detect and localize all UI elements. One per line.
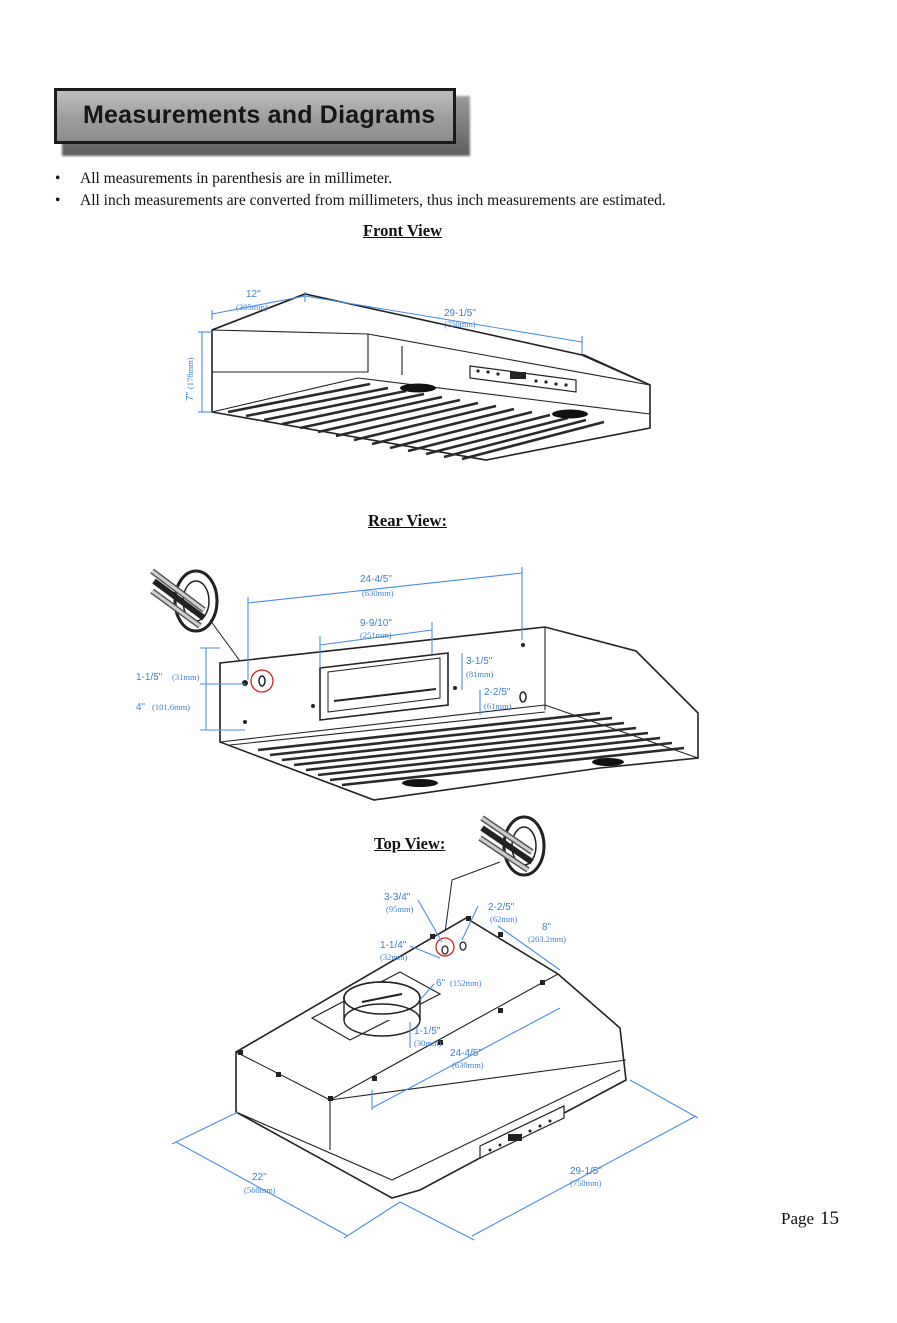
front-view-diagram: 12" (305mm) 29-1/5" (750mm) 7" (178mm) [185,289,651,461]
front-height-inch: 7" [185,391,196,401]
note-item: • All inch measurements are converted fro… [52,190,666,212]
front-hood-body [211,293,651,461]
front-view-title: Front View [363,221,442,240]
rear-view-title: Rear View: [368,511,447,530]
page-number: 15 [820,1208,840,1229]
rear-vent-height-dimension: 3-1/5" (81mm) [461,653,494,690]
top-d5-mm: (30mm) [414,1038,442,1048]
bullet: • [55,192,61,209]
top-control-panel [479,1105,565,1159]
rear-vent-bottom-inch: 2-2/5" [484,687,511,698]
rear-side-dimensions: 1-1/5" (31mm) 4" (101.6mm) [136,647,245,731]
rear-highlight-circle [250,669,274,693]
top-depth-inch: 22" [252,1172,267,1183]
rear-lower-hole-mm: (101.6mm) [152,702,190,712]
top-width-mm: (750mm) [570,1178,602,1188]
note-text: All measurements in parenthesis are in m… [80,170,393,187]
rear-top-hole-mm: (31mm) [172,672,200,682]
top-dim-8: 8" (203.2mm) [497,922,566,971]
rear-light [592,758,624,766]
rear-lower-hole-inch: 4" [136,702,146,713]
rear-vent-height-mm: (81mm) [466,669,494,679]
top-d4-mm: (32mm) [380,952,408,962]
svg-text:7" (178mm): 7" (178mm) [185,357,196,401]
top-d2-inch: 2-2/5" [488,902,515,913]
rear-vent-height-inch: 3-1/5" [466,656,493,667]
top-dim-3-3-4: 3-3/4" (95mm) [384,892,443,943]
front-depth-mm: (305mm) [236,302,268,312]
top-dim-22: 22" (560mm) [171,1111,401,1239]
rear-vent-bottom-dimension: 2-2/5" (61mm) [479,687,512,715]
rear-hole-spacing-dimension: 24-4/5" (630mm) [247,567,523,680]
top-hood-body [235,917,627,1199]
page-title: Measurements and Diagrams [83,101,436,129]
front-control-panel [469,365,577,393]
top-spacing-mm: (630mm) [452,1060,484,1070]
top-duct-collar [310,971,442,1041]
top-depth-mm: (560mm) [244,1185,276,1195]
front-light [552,409,588,419]
top-duct-inch: 6" [436,978,446,989]
rear-wire-connector [150,568,249,673]
rear-hole-spacing-mm: (630mm) [362,588,394,598]
bullet: • [55,170,61,187]
rear-light [402,779,438,787]
front-hood-panel [211,329,369,373]
top-spacing-inch: 24-4/5" [450,1048,482,1059]
note-item: • All measurements in parenthesis are in … [52,168,666,190]
top-view-diagram: 3-3/4" (95mm) 2-2/5" (62mm) 8" (203.2mm)… [171,815,699,1241]
note-text: All inch measurements are converted from… [80,192,666,209]
rear-vent-opening [319,652,449,721]
rear-vent-width-dimension: 9-9/10" (251mm) [319,618,433,668]
top-wire-connector [443,815,546,941]
top-d5-inch: 1-1/5" [414,1026,441,1037]
top-dim-duct: 6" (152mm) [419,978,482,1001]
rear-vent-bottom-mm: (61mm) [484,701,512,711]
top-dim-2-2-5: 2-2/5" (62mm) [461,902,518,941]
top-edge-clips [238,916,545,1101]
page-footer: Page 15 [781,1208,839,1230]
front-light [400,383,436,393]
front-width-inch: 29-1/5" [444,308,476,319]
top-d1-inch: 3-3/4" [384,892,411,903]
rear-hole-spacing-inch: 24-4/5" [360,574,392,585]
front-filter-grid [227,382,605,461]
top-dim-1-1-4: 1-1/4" (32mm) [380,940,441,962]
rear-hood-body [219,626,699,801]
rear-view-diagram: 24-4/5" (630mm) 9-9/10" (251mm) 3-1/5" (… [136,567,699,801]
top-duct-mm: (152mm) [450,978,482,988]
front-depth-dimension: 12" (305mm) [211,289,306,320]
front-height-mm: (178mm) [185,357,195,389]
top-view-title: Top View: [374,834,446,853]
top-d3-inch: 8" [542,922,552,933]
front-depth-inch: 12" [246,289,261,300]
top-dim-29-1-5: 29-1/5" (750mm) [399,1079,699,1241]
top-dim-1-1-5: 1-1/5" (30mm) [409,1022,442,1048]
front-width-dimension: 29-1/5" (750mm) [304,295,583,354]
top-highlight-circle [435,937,455,957]
rear-vent-width-mm: (251mm) [360,630,392,640]
notes-list: • All measurements in parenthesis are in … [52,168,666,212]
top-d2-mm: (62mm) [490,914,518,924]
front-width-mm: (750mm) [444,319,476,329]
rear-top-hole-inch: 1-1/5" [136,672,163,683]
top-width-inch: 29-1/5" [570,1166,602,1177]
front-height-dimension: 7" (178mm) [185,331,212,413]
top-dim-24-4-5: 24-4/5" (630mm) [371,1007,561,1110]
top-d1-mm: (95mm) [386,904,414,914]
top-d3-mm: (203.2mm) [528,934,566,944]
rear-vent-width-inch: 9-9/10" [360,618,392,629]
page-label: Page [781,1209,815,1228]
rear-filter-grid [257,711,685,787]
header-banner: Measurements and Diagrams [54,88,456,144]
top-d4-inch: 1-1/4" [380,940,407,951]
